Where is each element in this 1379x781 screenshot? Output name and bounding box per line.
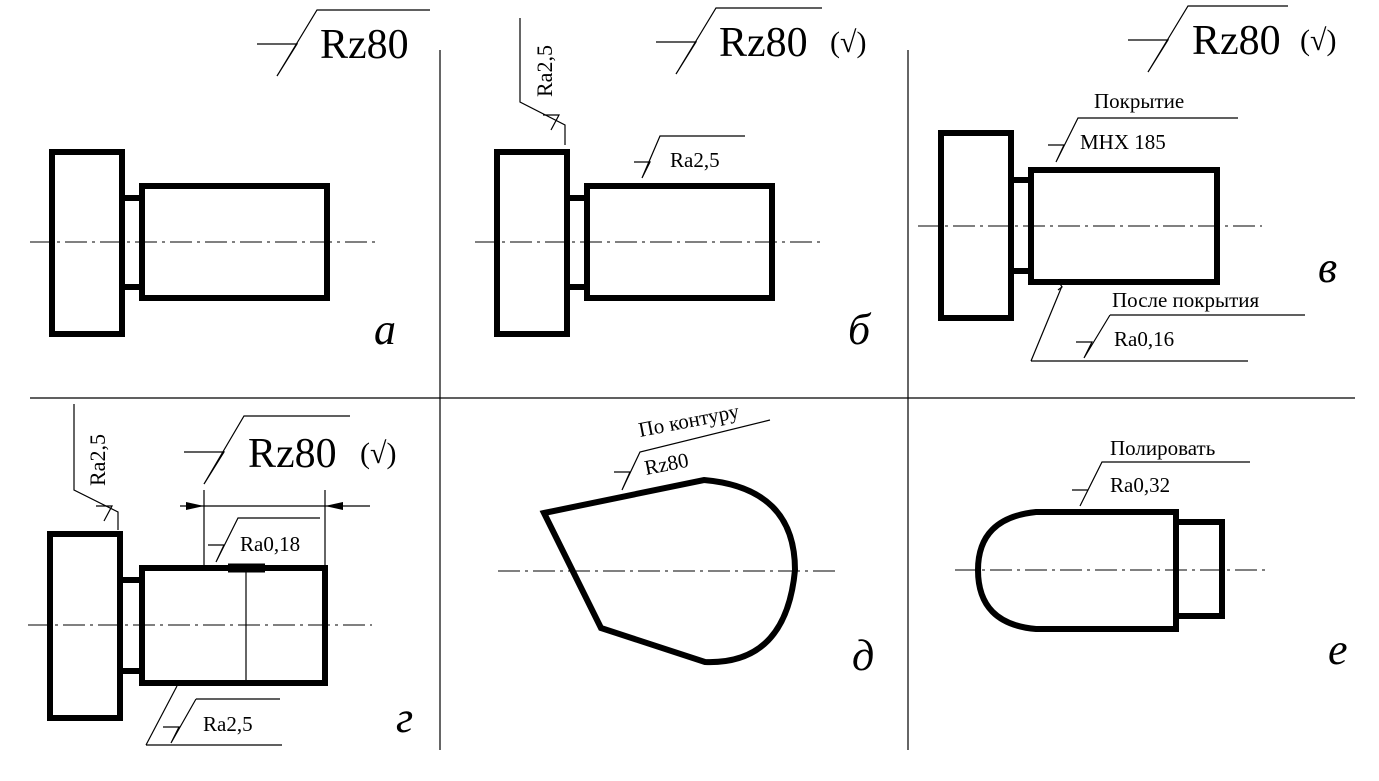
- shaft-part: [28, 531, 372, 721]
- panel-letter: д: [852, 631, 874, 680]
- flange: [47, 531, 123, 721]
- flange: [494, 149, 570, 337]
- after-coating-value: Ra0,16: [1114, 327, 1174, 351]
- after-coating-label: После покрытия: [1112, 288, 1260, 312]
- general-roughness-sign: Rz80 (√): [184, 415, 396, 485]
- vertical-roughness-sign: Ra2,5: [519, 18, 566, 145]
- leader-line: [1030, 285, 1063, 362]
- cam-profile: [539, 476, 799, 666]
- grid-lines: [30, 50, 1355, 750]
- panel-letter: а: [374, 305, 396, 354]
- contour-value: Rz80: [642, 448, 690, 480]
- panel-letter: е: [1328, 625, 1348, 674]
- flange: [49, 149, 125, 337]
- after-coating-sign: После покрытия Ra0,16: [1030, 281, 1305, 362]
- panel-b: Rz80 (√) Ra2,5 Ra2,5 б: [475, 7, 872, 354]
- contour-label: По контуру: [636, 399, 741, 442]
- panel-a: Rz80 а: [30, 9, 430, 354]
- panel-g: Rz80 (√) Ra2,5 Ra0,18: [28, 404, 413, 746]
- general-paren-text: (√): [1300, 24, 1336, 57]
- general-mark-text: Rz80: [1192, 18, 1281, 64]
- pin-head: [1173, 519, 1225, 619]
- panel-letter: б: [848, 305, 872, 354]
- panel-letter: г: [396, 693, 413, 742]
- contour-roughness-sign: По контуру Rz80: [614, 399, 771, 491]
- coating-sign: Покрытие МНХ 185: [1048, 89, 1238, 163]
- polish-label: Полировать: [1110, 436, 1215, 460]
- general-mark-text: Rz80: [719, 20, 808, 66]
- shaft-part: [918, 130, 1262, 321]
- pin-part: [955, 509, 1270, 632]
- surface-mark-text: Ra2,5: [670, 148, 720, 172]
- leader-line: [145, 685, 178, 746]
- dim-roughness-sign: Ra0,18: [208, 517, 320, 563]
- dimension-line: [180, 490, 370, 568]
- panel-v: Rz80 (√) Покрытие МНХ 185 После покрытия…: [918, 5, 1337, 362]
- coating-value: МНХ 185: [1080, 130, 1166, 154]
- vertical-mark-text: Ra2,5: [532, 45, 557, 97]
- vertical-roughness-sign: Ra2,5: [73, 404, 119, 530]
- shaft-part: [30, 149, 375, 337]
- general-mark-text: Rz80: [248, 431, 337, 477]
- general-paren-text: (√): [360, 437, 396, 470]
- panel-letter: в: [1318, 243, 1337, 292]
- bottom-mark-text: Ra2,5: [203, 712, 253, 736]
- panel-d: По контуру Rz80 д: [498, 399, 874, 680]
- general-roughness-sign: Rz80: [257, 9, 430, 77]
- bottom-roughness-sign: Ra2,5: [145, 685, 282, 746]
- cam-part: [498, 476, 838, 666]
- panel-e: Полировать Ra0,32 е: [955, 436, 1348, 674]
- dim-mark-text: Ra0,18: [240, 532, 300, 556]
- surface-roughness-sign: Ra2,5: [634, 135, 745, 179]
- general-paren-text: (√): [830, 26, 866, 59]
- vertical-mark-text: Ra2,5: [85, 434, 110, 486]
- general-roughness-sign: Rz80 (√): [1128, 5, 1336, 73]
- polish-roughness-sign: Полировать Ra0,32: [1072, 436, 1250, 507]
- general-roughness-sign: Rz80 (√): [656, 7, 866, 75]
- shaft-part: [475, 149, 820, 337]
- pin-body: [974, 509, 1179, 632]
- polish-value: Ra0,32: [1110, 473, 1170, 497]
- coating-label: Покрытие: [1094, 89, 1184, 113]
- general-mark-text: Rz80: [320, 22, 409, 68]
